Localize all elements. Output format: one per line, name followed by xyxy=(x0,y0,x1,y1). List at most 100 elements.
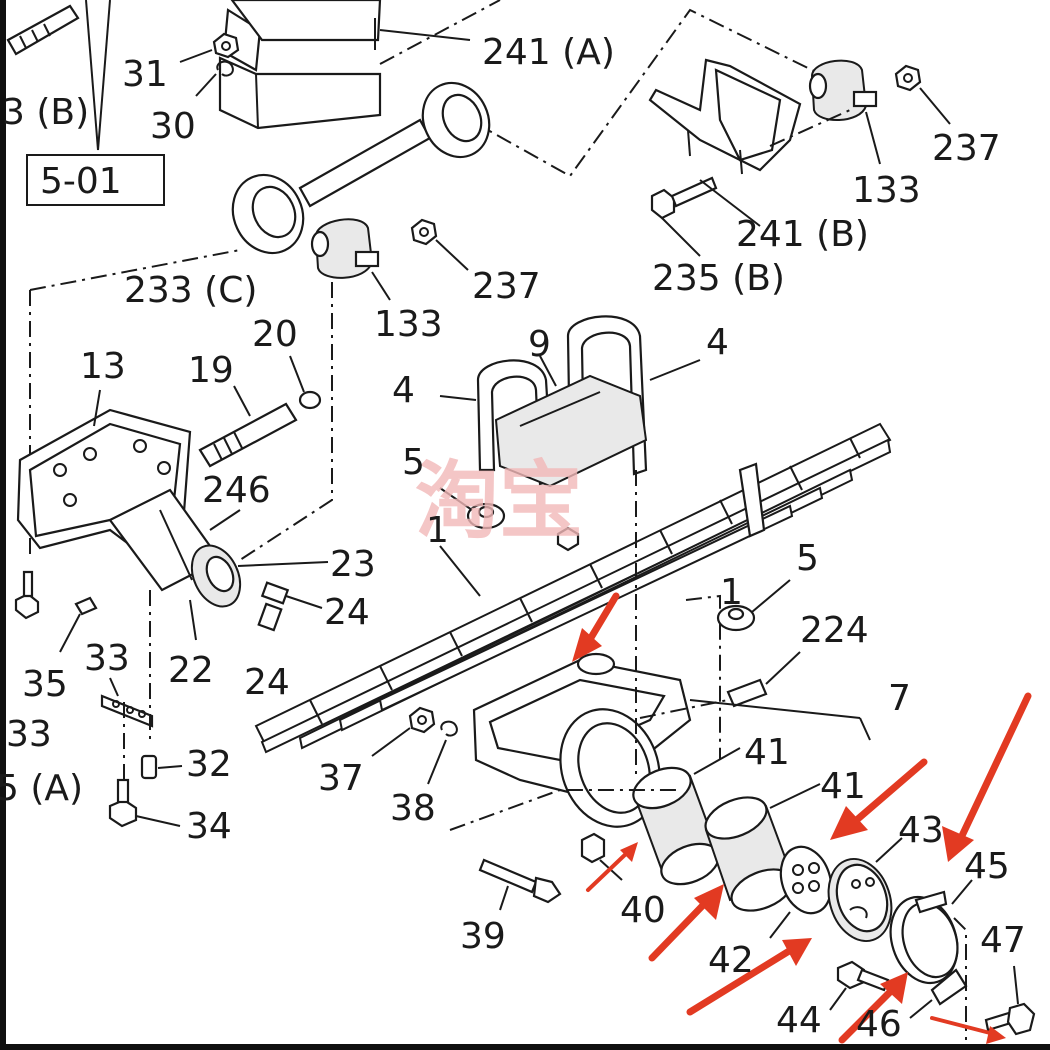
label-31: 31 xyxy=(122,54,168,95)
leader-237-right xyxy=(919,87,951,125)
leader-13 xyxy=(93,389,101,427)
reference-box xyxy=(26,154,165,206)
mount-line-39 xyxy=(449,789,680,831)
label-24-top: 24 xyxy=(324,592,370,633)
leader-133-right xyxy=(865,111,881,165)
spacer-9 xyxy=(494,374,648,488)
washer-30 xyxy=(216,60,234,77)
leader-44 xyxy=(829,987,847,1011)
label-4-left: 4 xyxy=(392,370,415,411)
nut-237-right xyxy=(894,64,922,92)
leader-47 xyxy=(1013,965,1019,1005)
pin-19 xyxy=(198,402,298,468)
cap-45 xyxy=(889,890,959,985)
washer-38 xyxy=(440,720,458,737)
label-32: 32 xyxy=(186,744,232,785)
plug-20 xyxy=(298,390,322,410)
bolt-left-edge xyxy=(14,570,40,620)
leader-32 xyxy=(157,765,183,769)
label-233c: 233 (C) xyxy=(124,270,257,311)
label-133-left: 133 xyxy=(374,304,443,345)
label-5-top: 5 xyxy=(402,442,425,483)
leader-5-01-a xyxy=(85,0,99,151)
leader-46 xyxy=(909,999,933,1019)
bushing-133-right xyxy=(808,59,878,122)
mount-line-133 xyxy=(239,282,333,561)
leader-41-b xyxy=(769,783,821,809)
leader-5-b xyxy=(751,579,791,613)
lock-tab-46 xyxy=(930,968,968,1006)
red-arrow-bolt-40 xyxy=(586,842,638,892)
mount-line-left-top xyxy=(29,249,241,291)
label-5-bottom: 5 xyxy=(796,538,819,579)
nut-40 xyxy=(580,832,606,864)
label-3b: 3 (B) xyxy=(2,92,89,133)
leader-133-left xyxy=(371,271,391,301)
leader-41-a xyxy=(693,747,741,775)
label-41-bottom: 41 xyxy=(820,766,866,807)
thrust-washer-42 xyxy=(779,845,833,915)
pin-24-b xyxy=(257,602,283,632)
leader-43 xyxy=(875,837,903,863)
label-20: 20 xyxy=(252,314,298,355)
red-arrow-tab xyxy=(838,972,908,1044)
nut-35 xyxy=(74,596,98,616)
leader-24-a xyxy=(285,595,323,609)
bolt-34 xyxy=(108,778,138,828)
label-38: 38 xyxy=(390,788,436,829)
label-46: 46 xyxy=(856,1004,902,1045)
label-1-right: 1 xyxy=(720,572,743,613)
label-5a: 5 (A) xyxy=(0,768,83,809)
end-plate-43 xyxy=(827,857,893,943)
label-34: 34 xyxy=(186,806,232,847)
red-arrow-bushing xyxy=(648,884,724,962)
leader-30 xyxy=(195,73,217,97)
label-33-plate: 33 xyxy=(84,638,130,679)
leader-5-01-b xyxy=(97,0,111,151)
label-40: 40 xyxy=(620,890,666,931)
leader-241a xyxy=(379,29,471,41)
red-arrow-hanger xyxy=(572,592,620,662)
label-45: 45 xyxy=(964,846,1010,887)
label-237-right: 237 xyxy=(932,128,1001,169)
red-arrow-plate xyxy=(686,938,812,1016)
mount-line-rear xyxy=(469,8,821,178)
leader-4-a xyxy=(439,395,477,401)
leader-20 xyxy=(289,355,305,393)
label-133-right: 133 xyxy=(852,170,921,211)
label-35: 35 xyxy=(22,664,68,705)
label-43: 43 xyxy=(898,810,944,851)
label-37: 37 xyxy=(318,758,364,799)
leader-19 xyxy=(233,385,251,417)
leader-23 xyxy=(237,561,329,567)
leader-38 xyxy=(427,739,447,785)
label-22: 22 xyxy=(168,650,214,691)
leaf-spring-1 xyxy=(254,422,892,754)
leader-9 xyxy=(539,355,557,387)
label-23: 23 xyxy=(330,544,376,585)
left-frame-border xyxy=(0,0,6,1050)
leader-45 xyxy=(951,879,973,905)
nut-31 xyxy=(212,32,240,59)
link-rod-233c xyxy=(231,81,491,255)
label-33-edge: 33 xyxy=(6,714,52,755)
leader-1-a xyxy=(439,545,481,597)
leader-7 xyxy=(689,699,861,719)
label-237-left: 237 xyxy=(472,266,541,307)
leader-7-b xyxy=(859,717,871,741)
plate-33 xyxy=(100,694,154,728)
pin-32 xyxy=(140,754,158,780)
bottom-frame-border xyxy=(0,1044,1050,1050)
label-241b: 241 (B) xyxy=(736,214,869,255)
mount-line-241b xyxy=(769,109,851,147)
mount-line-47 xyxy=(953,917,967,1040)
red-arrow-cap xyxy=(942,692,1032,862)
leader-31 xyxy=(179,49,213,63)
label-30: 30 xyxy=(150,106,196,147)
leader-235b xyxy=(661,217,701,257)
label-44: 44 xyxy=(776,1000,822,1041)
nut-center xyxy=(556,526,580,552)
leader-35 xyxy=(59,613,81,653)
reference-box-label: 5-01 xyxy=(40,161,122,202)
